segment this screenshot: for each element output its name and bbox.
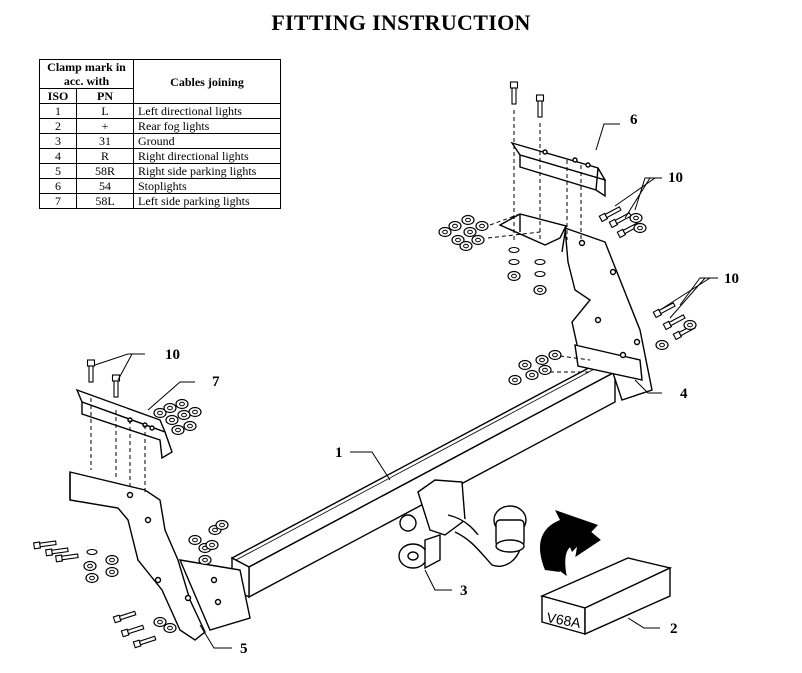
bracket-plate-6 [498, 141, 607, 253]
table-row: 7 58L Left side parking lights [39, 193, 281, 209]
cable-desc-cell: Right side parking lights [133, 163, 281, 179]
bolt-group-right-lower [652, 301, 697, 351]
electric-socket-box [539, 557, 673, 636]
left-side-bracket [69, 471, 251, 641]
table-row: 4 R Right directional lights [39, 148, 281, 164]
dashed-assembly-lines [90, 398, 146, 495]
nut-icon [507, 270, 521, 282]
iso-cell: 7 [39, 193, 77, 209]
pn-cell: 58L [76, 193, 134, 209]
direction-arrow-icon [540, 510, 601, 577]
table-row: 3 31 Ground [39, 133, 281, 149]
bolt-icon [509, 81, 519, 105]
callout-5: 5 [240, 641, 248, 657]
bolt-group-right-upper [598, 205, 647, 239]
callout-4: 4 [680, 386, 688, 402]
nut-cluster-4 [508, 349, 591, 386]
plate-label: V68A [545, 609, 582, 631]
table-row: 6 54 Stoplights [39, 178, 281, 194]
cable-desc-cell: Ground [133, 133, 281, 149]
callout-1: 1 [335, 445, 343, 461]
tow-ball-mount [398, 479, 527, 570]
pn-cell: 54 [76, 178, 134, 194]
right-side-bracket [564, 226, 653, 401]
cable-desc-cell: Left side parking lights [133, 193, 281, 209]
callout-3: 3 [460, 583, 468, 599]
cables-joining-table: Clamp mark in acc. with Cables joining I… [39, 59, 281, 209]
bolt-icon [86, 359, 96, 383]
bolt-group-left-upper [33, 539, 119, 584]
dashed-assembly-lines [513, 110, 582, 240]
cable-desc-cell: Stoplights [133, 178, 281, 194]
cable-desc-cell: Right directional lights [133, 148, 281, 164]
callout-6: 6 [630, 112, 638, 128]
nut-icon [533, 284, 547, 296]
bolt-group-left-lower [112, 609, 177, 649]
pn-header: PN [76, 88, 134, 104]
cables-joining-header: Cables joining [133, 59, 281, 104]
callout-10-left: 10 [165, 347, 180, 363]
nut-cluster-5 [188, 519, 229, 566]
leader-lines [94, 123, 718, 649]
callout-10-upper-right: 10 [668, 170, 683, 186]
callout-7: 7 [212, 374, 220, 390]
clamp-mark-header: Clamp mark in acc. with [39, 59, 134, 89]
callout-2: 2 [670, 621, 678, 637]
bolt-icon [535, 94, 545, 118]
pn-cell: 31 [76, 133, 134, 149]
nut-cluster-upper-right [438, 213, 541, 252]
bracket-plate-7 [75, 388, 173, 460]
callout-10-lower-right: 10 [724, 271, 739, 287]
clamp-mark-header-text: Clamp mark in acc. with [47, 60, 126, 88]
page-title: FITTING INSTRUCTION [271, 10, 531, 35]
